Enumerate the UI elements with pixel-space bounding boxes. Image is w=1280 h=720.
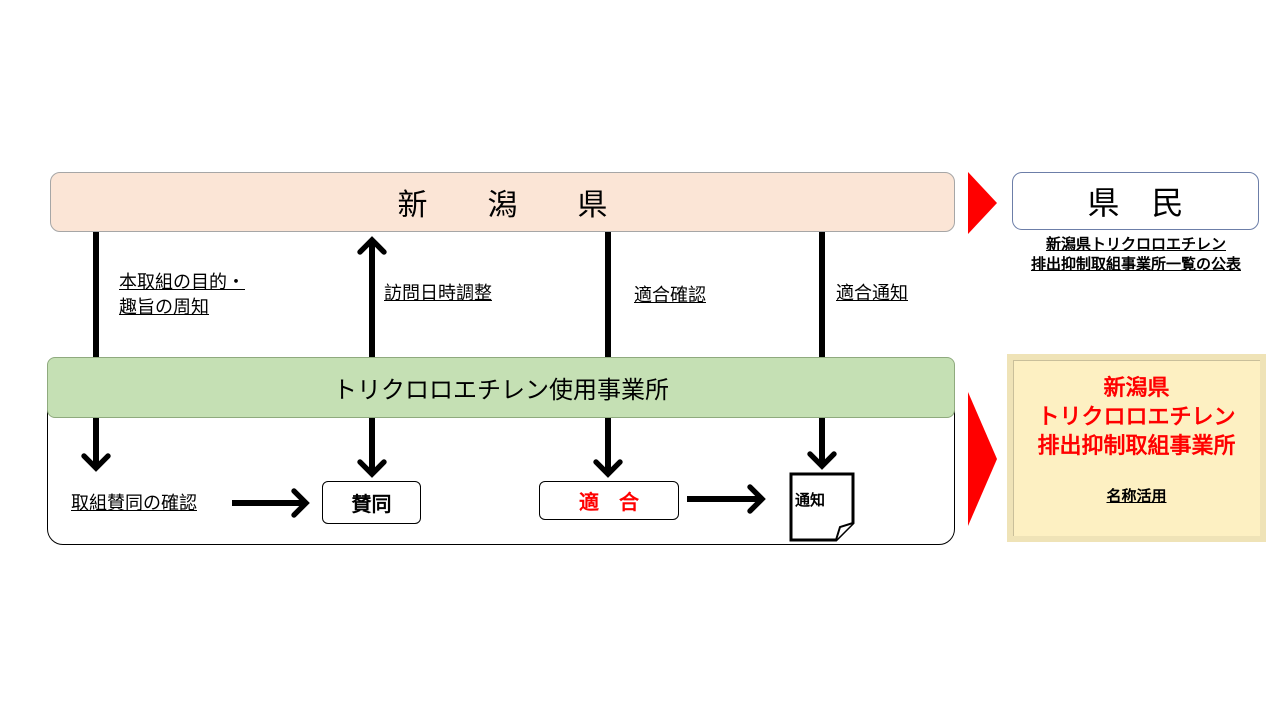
residents-box: 県 民 xyxy=(1012,172,1259,230)
publication-line2: 排出抑制取組事業所一覧の公表 xyxy=(1030,255,1241,273)
prefecture-box: 新 潟 県 xyxy=(50,172,955,232)
name-use-title-line2: トリクロロエチレン xyxy=(1037,405,1236,430)
notice-label-line1: 本取組の目的・ xyxy=(119,272,245,293)
prefecture-label: 新 潟 県 xyxy=(397,188,608,223)
company-label: トリクロロエチレン使用事業所 xyxy=(333,376,669,404)
agree-box: 賛同 xyxy=(322,481,421,524)
name-use-label: 名称活用 xyxy=(1106,487,1167,505)
check-label: 適合確認 xyxy=(634,285,706,306)
visit-label: 訪問日時調整 xyxy=(384,283,492,304)
residents-label: 県 民 xyxy=(1087,184,1184,222)
name-use-title-line3: 排出抑制取組事業所 xyxy=(1037,434,1236,459)
conform-box: 適 合 xyxy=(539,481,679,520)
red-arrow-to-name-use xyxy=(968,392,997,526)
name-use-title-line1: 新潟県 xyxy=(1103,376,1170,401)
name-use-box: 新潟県 トリクロロエチレン 排出抑制取組事業所 名称活用 xyxy=(1007,354,1266,542)
document-icon xyxy=(789,472,855,542)
notice-label-line2: 趣旨の周知 xyxy=(119,297,209,318)
conform-label: 適 合 xyxy=(579,490,639,514)
publication-line1: 新潟県トリクロロエチレン xyxy=(1045,235,1226,253)
company-box: トリクロロエチレン使用事業所 xyxy=(47,357,955,418)
name-use-title: 新潟県 トリクロロエチレン 排出抑制取組事業所 xyxy=(1013,374,1260,461)
publication-note: 新潟県トリクロロエチレン 排出抑制取組事業所一覧の公表 xyxy=(1005,234,1267,274)
agree-label: 賛同 xyxy=(351,492,392,516)
red-arrow-to-residents xyxy=(968,172,997,234)
document-label: 通知 xyxy=(795,491,826,509)
notice-label: 本取組の目的・ 趣旨の周知 xyxy=(119,270,245,320)
confirm-label: 取組賛同の確認 xyxy=(71,493,197,514)
notify-label: 適合通知 xyxy=(836,283,908,304)
